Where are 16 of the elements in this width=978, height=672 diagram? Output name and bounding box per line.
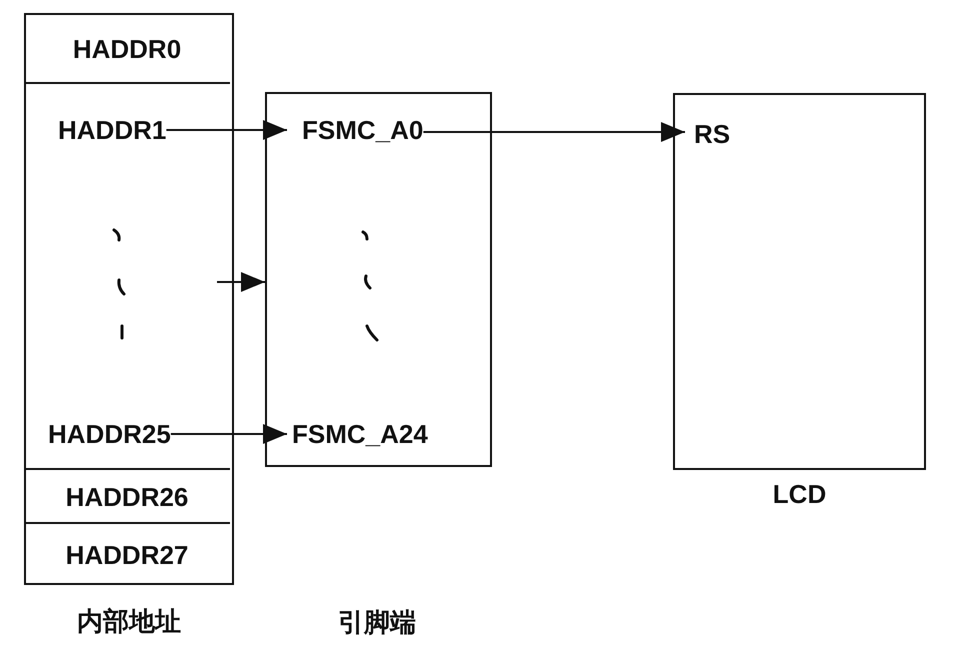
- box-label: LCD: [772, 478, 826, 510]
- pin-name: RS: [693, 118, 730, 150]
- arrow: [170, 424, 287, 444]
- arrow: [423, 122, 685, 142]
- register-name: HADDR0: [72, 32, 182, 64]
- pin-name: FSMC_A0: [301, 114, 424, 146]
- box-label: 内部地址: [77, 605, 181, 637]
- pin-name: FSMC_A24: [291, 418, 428, 450]
- register-name: HADDR1: [57, 114, 166, 146]
- register-name: HADDR27: [66, 538, 188, 570]
- register-name: HADDR25: [47, 418, 171, 450]
- arrow: [217, 272, 265, 292]
- arrow: [166, 120, 287, 140]
- pin-box: [265, 92, 492, 467]
- column-label: 引脚端: [338, 606, 416, 638]
- register-name: HADDR26: [66, 481, 188, 513]
